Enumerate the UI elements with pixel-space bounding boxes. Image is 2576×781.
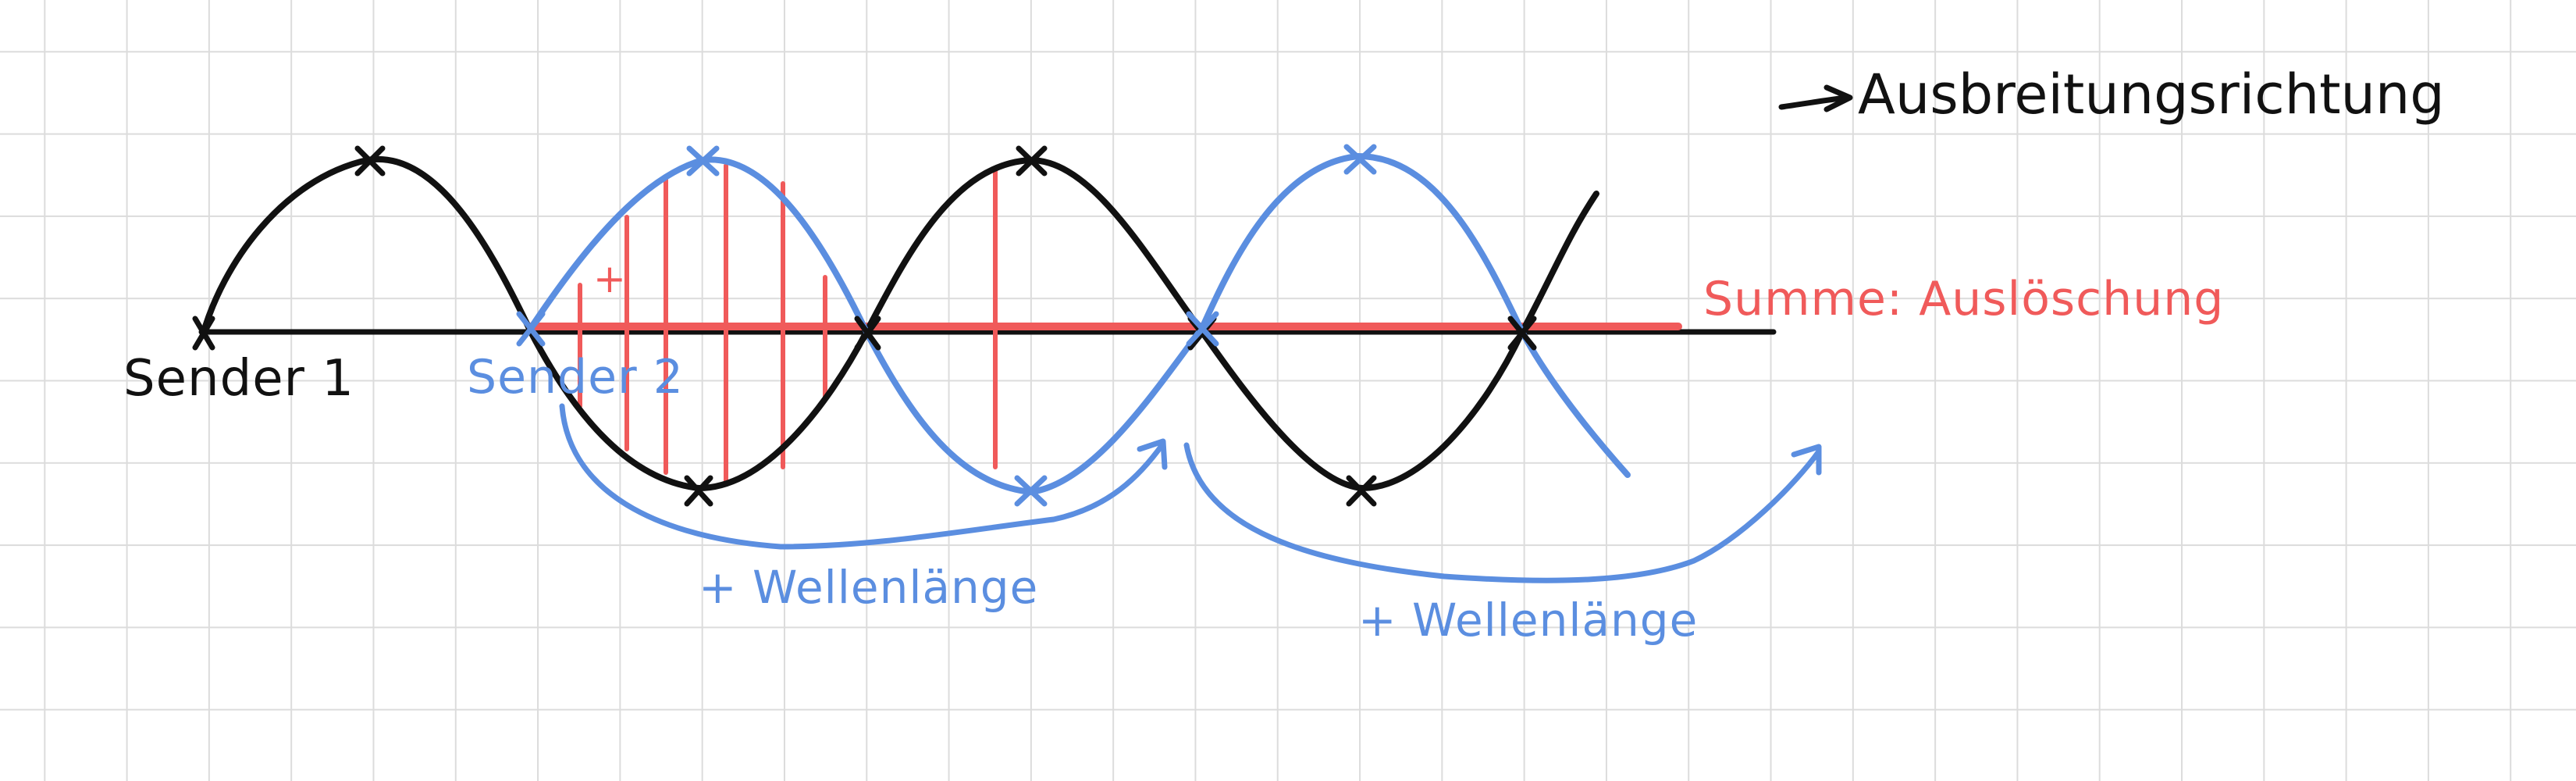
sender2-markers	[516, 144, 1377, 507]
cross-marker	[354, 145, 386, 177]
sender2-label: Sender 2	[467, 350, 684, 405]
wavelength-arrow-2	[1183, 442, 1822, 583]
wavelength-label-1: + Wellenlänge	[699, 561, 1039, 614]
cross-marker	[1507, 316, 1537, 351]
arrow-head	[1137, 438, 1168, 470]
wavelength-arrow-1	[559, 403, 1168, 550]
arrow-curve	[559, 403, 1166, 550]
cross-marker	[1186, 311, 1219, 347]
arrow-curve	[1183, 442, 1822, 583]
arrow-head	[1791, 444, 1822, 476]
arrow-shaft	[1778, 95, 1849, 110]
sum-label: Summe: Auslöschung	[1703, 272, 2225, 326]
cross-marker	[1014, 475, 1048, 507]
superposition-hatch	[578, 163, 998, 487]
wavelength-label-2: + Wellenlänge	[1358, 594, 1699, 647]
sender1-markers	[192, 145, 1537, 507]
cross-marker	[1346, 475, 1377, 507]
cross-marker	[192, 316, 215, 351]
sender1-label: Sender 1	[123, 350, 354, 408]
cross-marker	[854, 316, 881, 351]
cross-marker	[1343, 144, 1377, 175]
sender1-wave	[200, 155, 1599, 491]
sender2-wave	[528, 153, 1631, 495]
cross-marker	[686, 145, 720, 177]
arrow-head	[1823, 84, 1853, 112]
cross-marker	[1016, 145, 1048, 177]
direction-arrow	[1778, 84, 1853, 112]
cross-marker	[684, 475, 713, 507]
cross-marker	[516, 311, 546, 347]
propagation-direction-label: Ausbreitungsrichtung	[1858, 62, 2445, 127]
plus-sign-label: +	[593, 256, 627, 301]
